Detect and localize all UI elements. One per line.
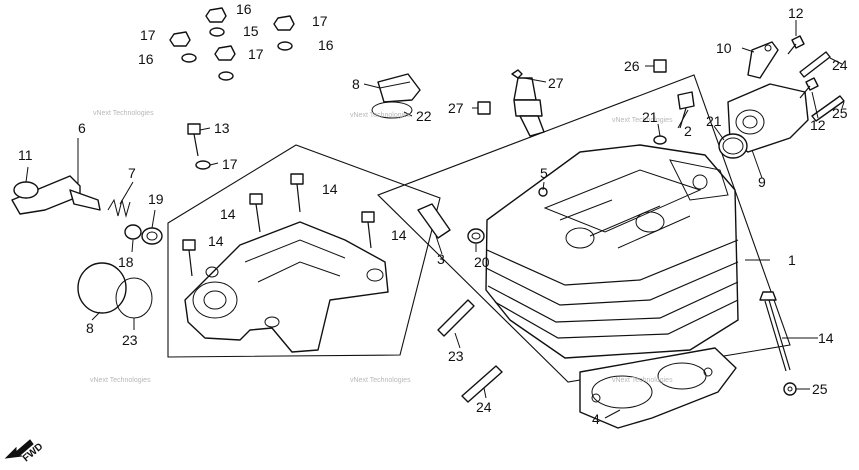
callout-label: 13	[214, 120, 230, 136]
callout-label: 3	[437, 251, 445, 267]
cover-group-frame	[167, 144, 441, 358]
forward-arrow: FWD	[4, 439, 45, 464]
breather-assembly	[11, 175, 101, 215]
callout-label: 25	[812, 381, 828, 397]
callout-label: 4	[592, 411, 600, 427]
callout-label: 20	[474, 254, 490, 270]
callout-label: 5	[540, 165, 548, 181]
watermarks: vNext Technologies vNext Technologies vN…	[90, 110, 673, 384]
callout-label: 26	[624, 58, 640, 74]
callout-label: 14	[391, 227, 407, 243]
callout-label: 12	[788, 5, 804, 21]
cover-bolts	[182, 123, 375, 277]
watermark-text: vNext Technologies	[90, 377, 151, 384]
callout-label: 25	[832, 105, 848, 121]
intake-manifold	[718, 83, 809, 159]
oil-tube	[417, 203, 485, 244]
leader-lines	[25, 20, 845, 419]
callout-label: 17	[312, 13, 328, 29]
callout-label: 23	[122, 332, 138, 348]
cylinder-head	[485, 144, 739, 359]
caps	[477, 59, 667, 115]
callout-label: 17	[140, 27, 156, 43]
watermark-text: vNext Technologies	[612, 117, 673, 124]
bracket-pins	[799, 51, 845, 122]
callout-label: 10	[716, 40, 732, 56]
callout-label: 22	[416, 108, 432, 124]
callout-label: 17	[222, 156, 238, 172]
callout-label: 27	[548, 75, 564, 91]
callout-label: 27	[448, 100, 464, 116]
callout-label: 17	[248, 46, 264, 62]
top-cap	[371, 73, 421, 119]
watermark-text: vNext Technologies	[350, 112, 411, 119]
spark-plug	[511, 69, 545, 137]
callout-label: 24	[832, 57, 848, 73]
nuts-and-washers	[169, 7, 295, 81]
tappet-adjuster	[653, 91, 695, 145]
watermark-text: vNext Technologies	[612, 377, 673, 384]
callout-label: 12	[810, 117, 826, 133]
callout-label: 15	[243, 23, 259, 39]
head-gasket	[579, 347, 737, 429]
callout-label: 18	[118, 254, 134, 270]
head-group-frame	[377, 74, 791, 383]
bracket-bolts	[787, 35, 819, 99]
callout-label: 8	[86, 320, 94, 336]
dowel-pins	[437, 299, 503, 403]
callout-label: 8	[352, 76, 360, 92]
spring	[107, 198, 131, 218]
washer-rings	[124, 224, 163, 245]
callout-label: 6	[78, 120, 86, 136]
callout-label: 16	[318, 37, 334, 53]
callout-label: 2	[684, 123, 692, 139]
callout-label: 14	[220, 206, 236, 222]
callout-label: 21	[706, 113, 722, 129]
callout-label: 14	[322, 181, 338, 197]
watermark-text: vNext Technologies	[350, 377, 411, 384]
callout-label: 19	[148, 191, 164, 207]
callout-label: 11	[18, 147, 33, 163]
callout-numbers: 1 2 3 4 5 6 7 8 8 9 10 11 12 12 13 14 14…	[18, 1, 848, 427]
callout-label: 1	[788, 252, 796, 268]
callout-label: 9	[758, 174, 766, 190]
mount-bracket	[747, 41, 779, 79]
callout-label: 24	[476, 399, 492, 415]
callout-label: 16	[236, 1, 252, 17]
callout-label: 16	[138, 51, 154, 67]
watermark-text: vNext Technologies	[93, 110, 154, 117]
head-cover	[184, 221, 389, 353]
callout-label: 7	[128, 165, 136, 181]
stud-bolt	[759, 291, 797, 396]
side-cap	[77, 262, 153, 319]
callout-label: 14	[208, 233, 224, 249]
callout-label: 21	[642, 109, 658, 125]
callout-label: 14	[818, 330, 834, 346]
callout-label: 23	[448, 348, 464, 364]
